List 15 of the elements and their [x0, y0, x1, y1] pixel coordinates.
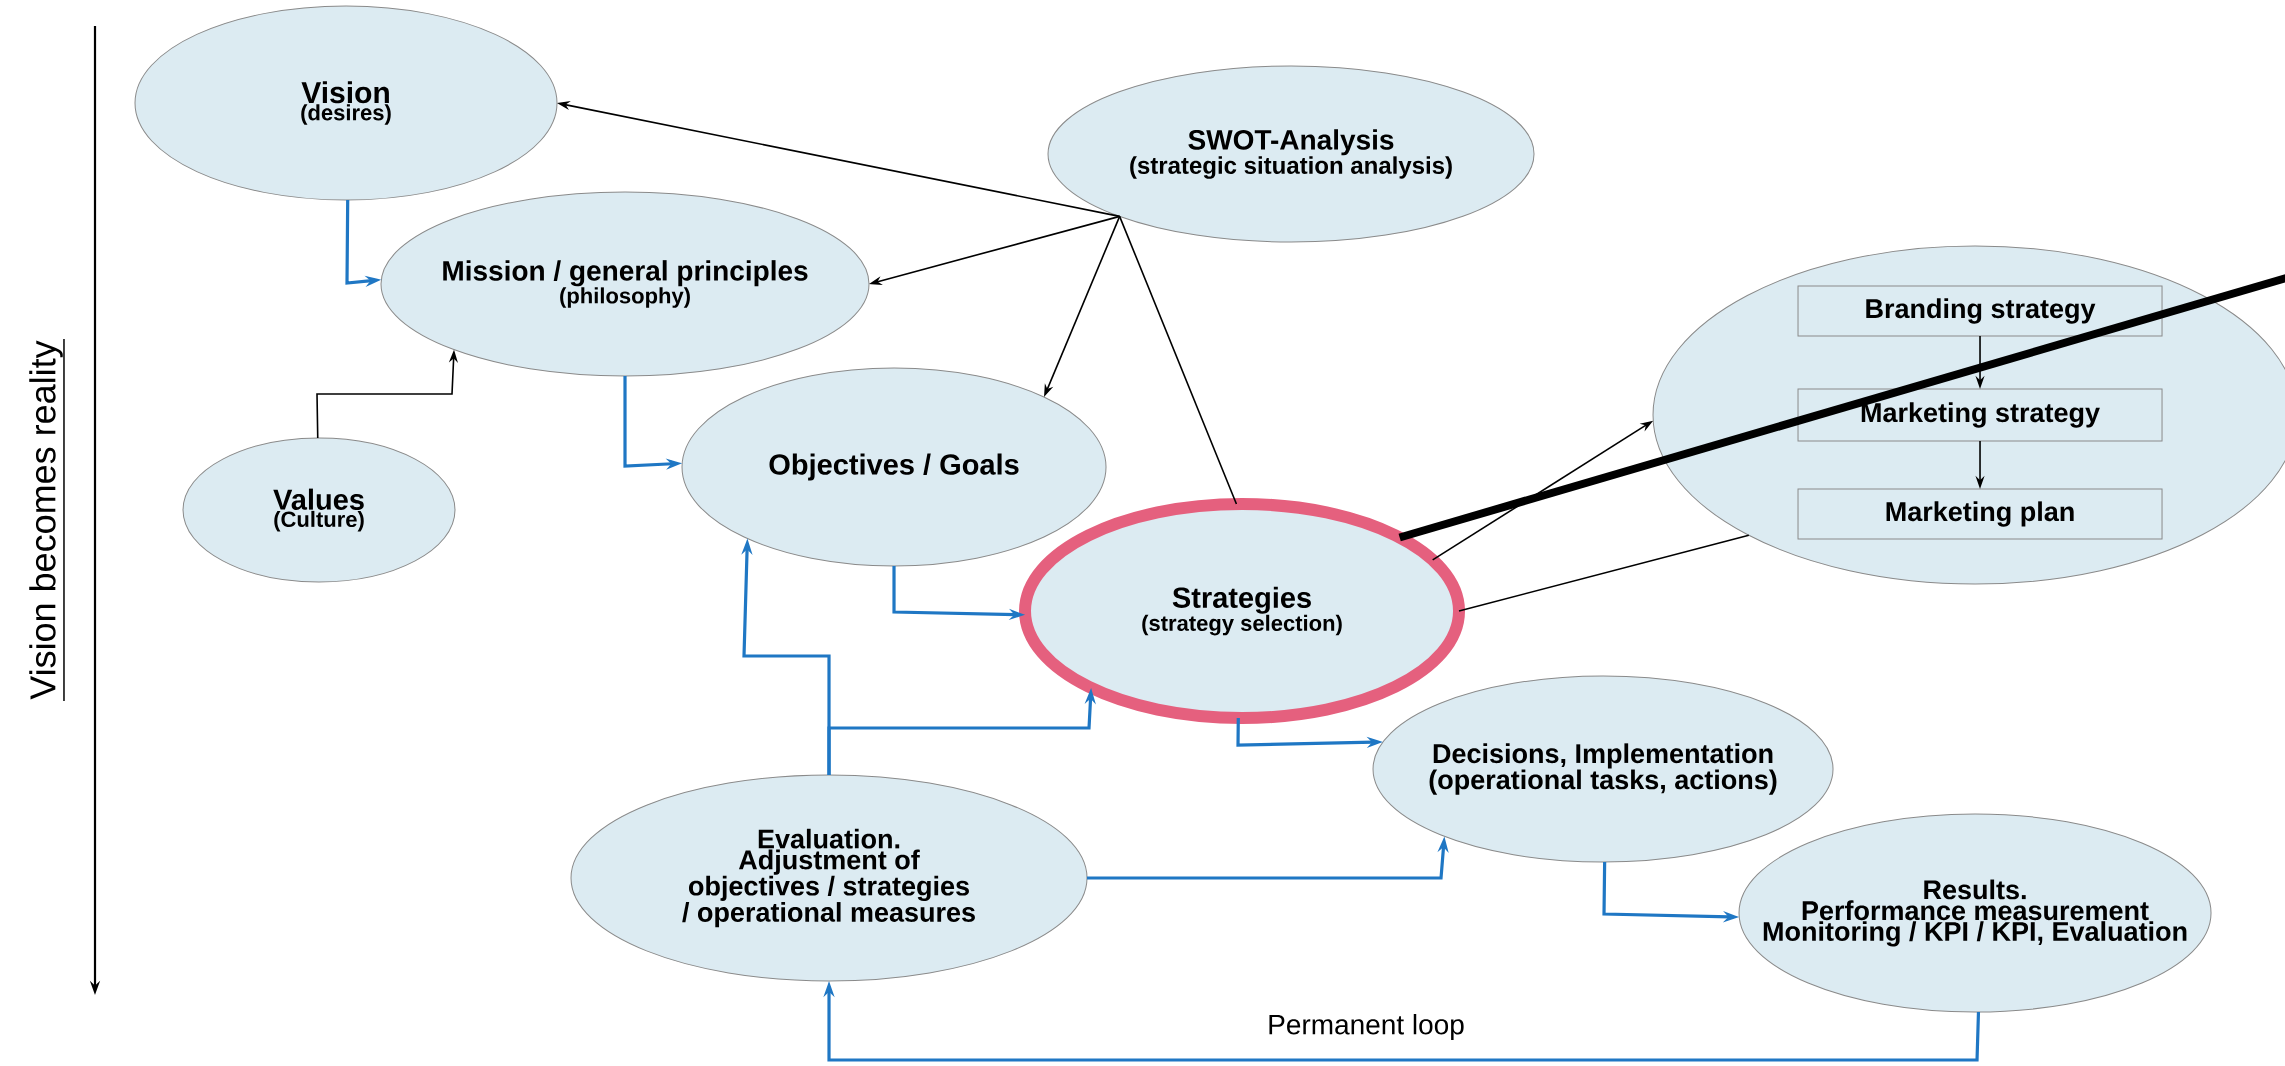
ellipse-node: Evaluation. Adjustment of objectives / strategies / operational measures — [570, 774, 1088, 982]
ellipse-node: Objectives / Goals — [681, 367, 1107, 567]
axis-label: Vision becomes reality — [29, 338, 65, 702]
ellipse-node: Vision (desires) — [134, 5, 558, 201]
ellipse-node: Results. Performance measurement Monitoring / KPI / KPI, Evaluation — [1738, 813, 2212, 1013]
process-box: Marketing plan — [1797, 488, 2163, 540]
ellipse-node: Decisions, Implementation (operational tasks, actions) — [1372, 675, 1834, 863]
connector-line — [1118, 215, 1238, 505]
process-box: Branding strategy — [1797, 285, 2163, 337]
ellipse-node: SWOT-Analysis (strategic situation analysis) — [1047, 65, 1535, 243]
ellipse-node: Mission / general principles (philosophy) — [380, 191, 870, 377]
edge-label: Permanent loop — [1265, 1011, 1467, 1043]
ellipse-node: Values (Culture) — [182, 437, 456, 583]
process-box: Marketing strategy — [1797, 388, 2163, 442]
connector-line — [1458, 534, 1750, 612]
